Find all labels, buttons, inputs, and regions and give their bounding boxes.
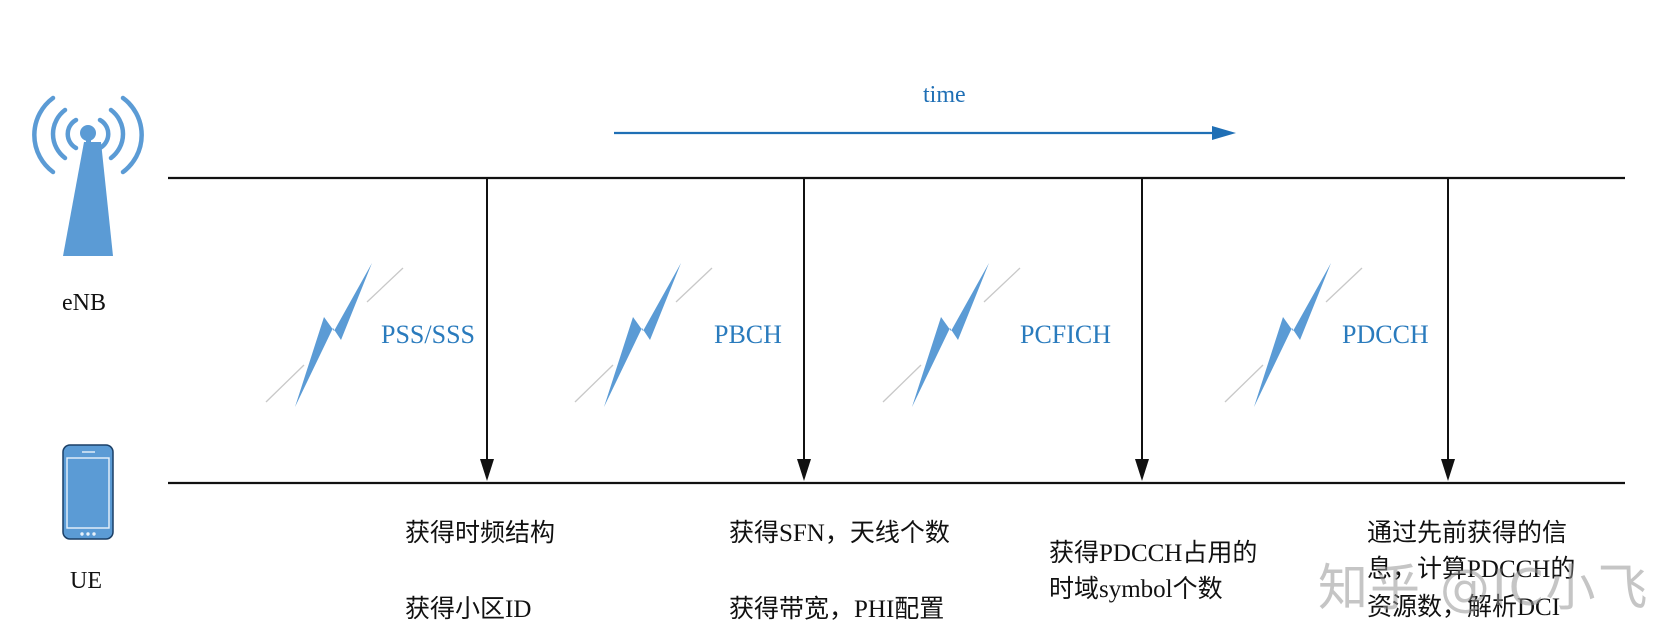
enb-label: eNB <box>62 290 106 316</box>
result-pdcch-line-2: 息，计算PDCCH的 <box>1367 556 1576 583</box>
message-arrow-pss-sss <box>480 178 494 481</box>
wireless-bolt-icon <box>574 263 713 407</box>
signal-label-pdcch: PDCCH <box>1342 320 1429 349</box>
wireless-bolt-icon <box>1224 263 1363 407</box>
result-pbch-line-1: 获得SFN，天线个数 <box>729 520 950 547</box>
result-pbch-line-2: 获得带宽，PHI配置 <box>729 596 945 623</box>
wireless-bolt-icon <box>882 263 1021 407</box>
result-pcfich-line-2: 时域symbol个数 <box>1049 576 1223 603</box>
time-arrow <box>614 126 1236 140</box>
signal-label-pcfich: PCFICH <box>1020 320 1112 349</box>
signal-label-pss-sss: PSS/SSS <box>381 320 475 349</box>
message-arrow-pcfich <box>1135 178 1149 481</box>
watermark: 知乎 @IC小飞 <box>1318 559 1650 617</box>
result-pcfich-line-1: 获得PDCCH占用的 <box>1049 540 1258 567</box>
message-arrow-pdcch <box>1441 178 1455 481</box>
signal-label-pbch: PBCH <box>714 320 782 349</box>
ue-label: UE <box>70 568 102 594</box>
antenna-tower-icon <box>32 95 144 256</box>
result-pdcch-line-1: 通过先前获得的信 <box>1367 520 1568 547</box>
time-axis-label: time <box>923 82 966 108</box>
result-pss-sss-line-2: 获得小区ID <box>405 596 532 623</box>
wireless-bolt-icon <box>265 263 404 407</box>
result-pdcch-line-3: 资源数，解析DCI <box>1367 594 1561 621</box>
message-arrow-pbch <box>797 178 811 481</box>
result-pss-sss-line-1: 获得时频结构 <box>405 520 556 547</box>
smartphone-icon <box>62 444 114 540</box>
